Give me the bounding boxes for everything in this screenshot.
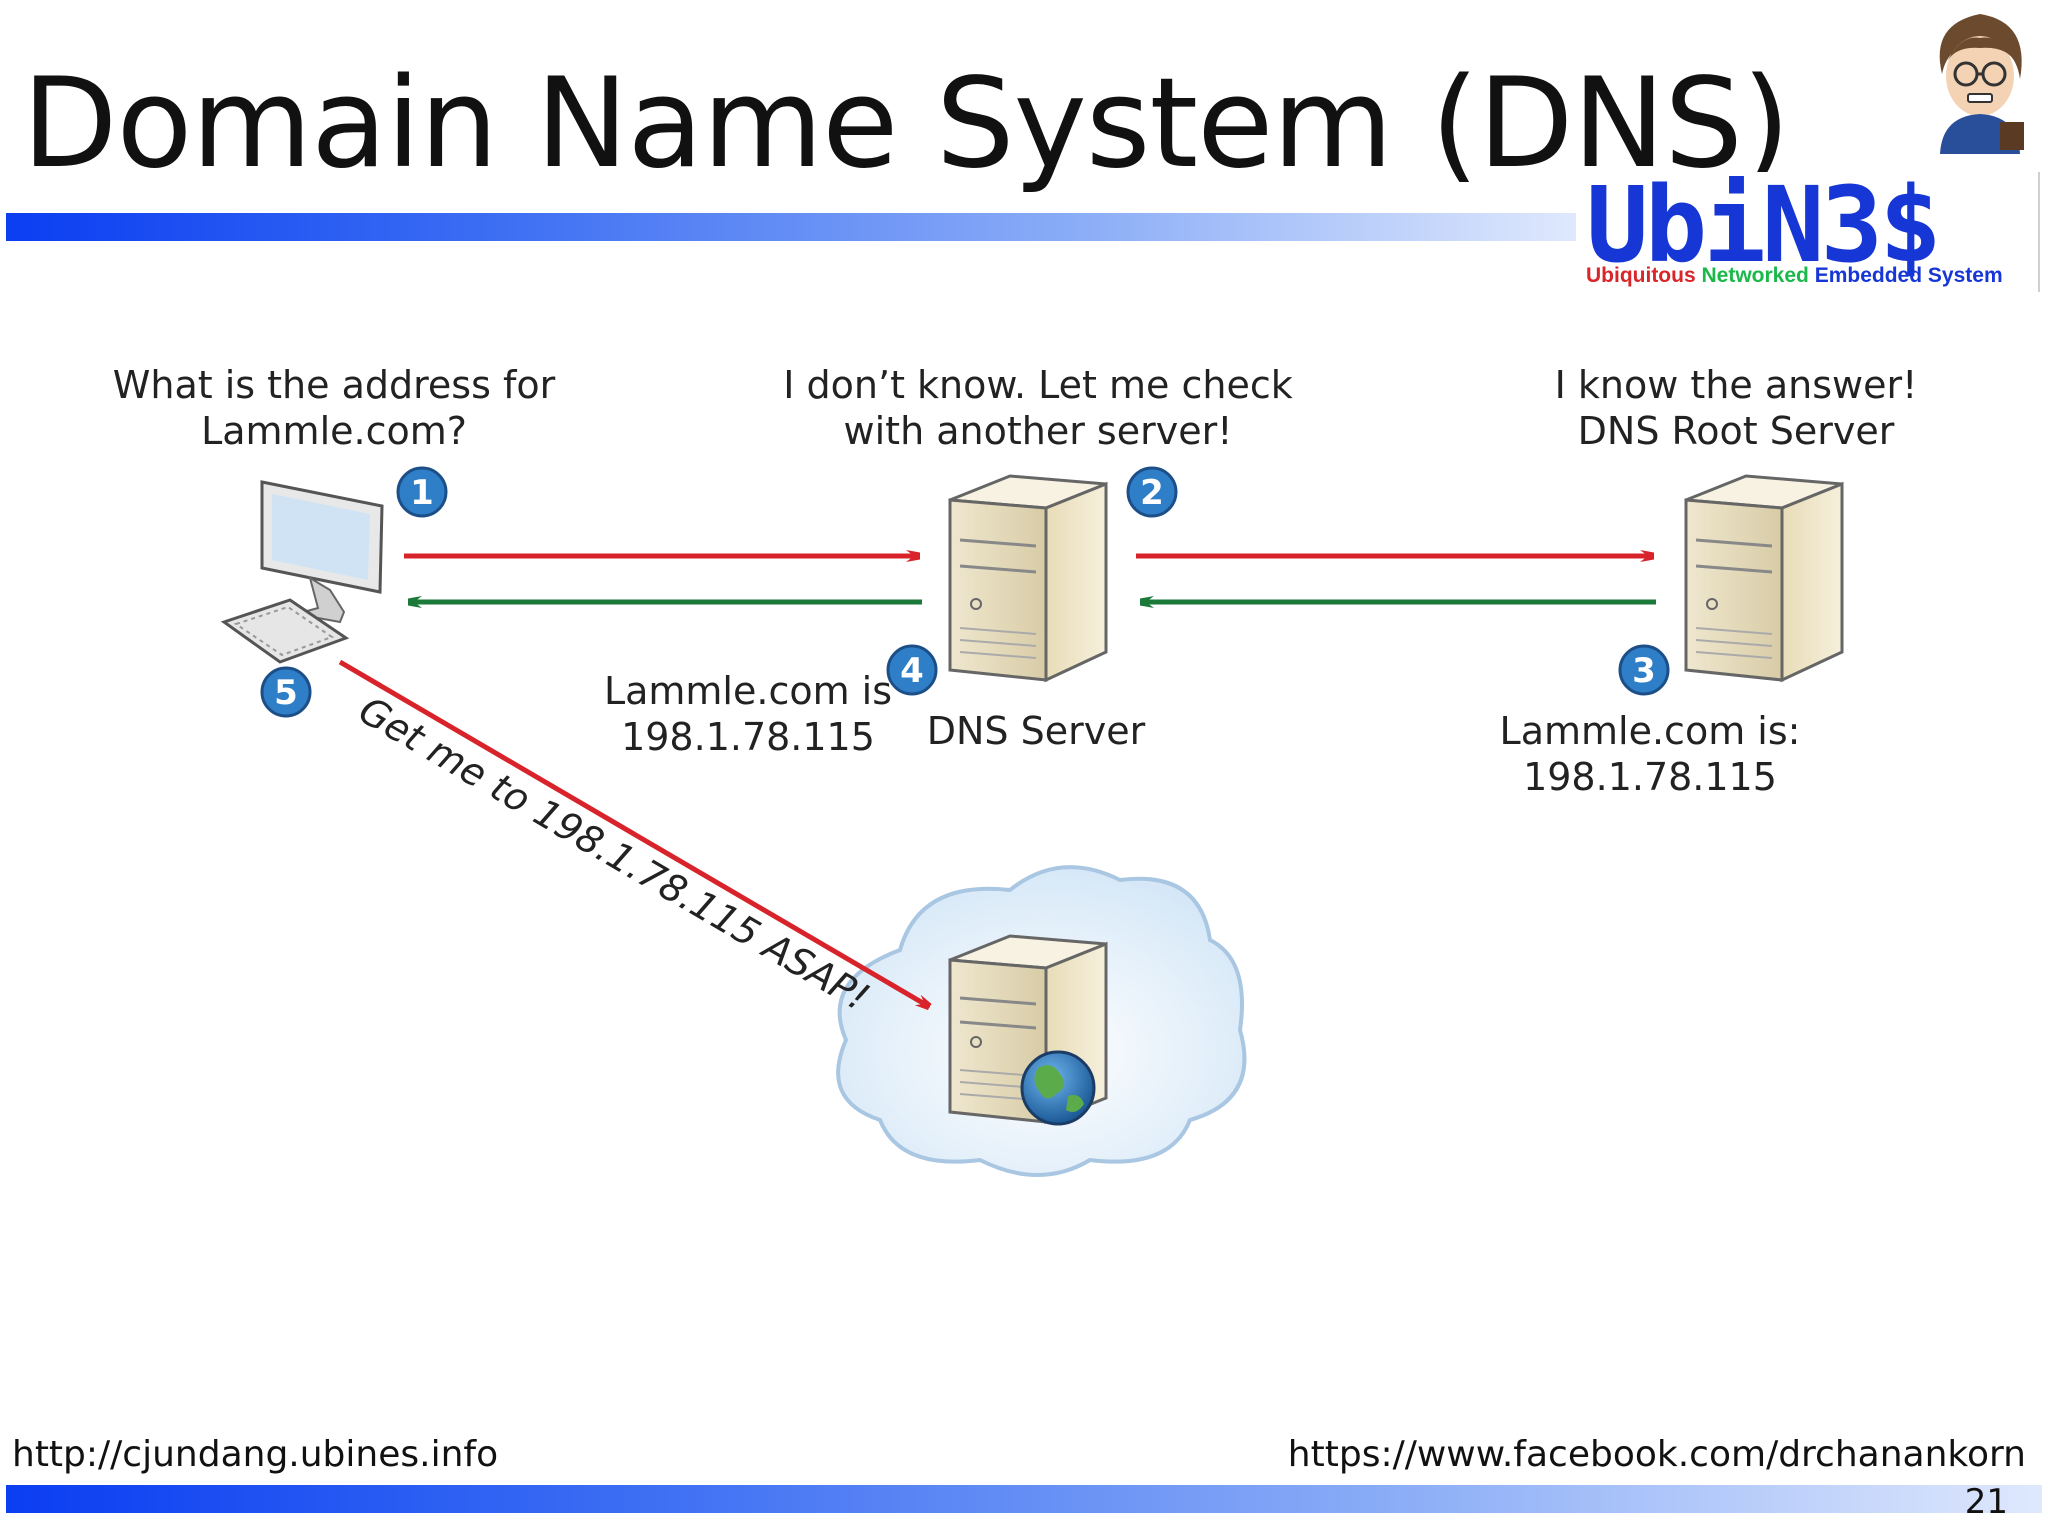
footer-left-url[interactable]: http://cjundang.ubines.info xyxy=(12,1434,499,1475)
svg-text:2: 2 xyxy=(1140,473,1164,513)
logo-subtitle-word-3: Embedded xyxy=(1814,264,1923,287)
dns-reply-line-1: I don’t know. Let me check xyxy=(783,363,1292,407)
step4-answer-line-2: 198.1.78.115 xyxy=(621,715,875,759)
svg-text:1: 1 xyxy=(410,473,434,513)
logo-subtitle-word-4: System xyxy=(1927,264,2003,287)
dns-server-label: DNS Server xyxy=(927,709,1146,753)
request-arrow-client-to-web xyxy=(338,659,928,1006)
step-badge-2: 2 xyxy=(1126,466,1178,518)
svg-text:5: 5 xyxy=(274,673,298,713)
step-badge-4: 4 xyxy=(886,644,938,696)
dns-root-server-icon xyxy=(1684,474,1844,683)
dns-reply-line-2: with another server! xyxy=(844,409,1233,453)
client-question-line-2: Lammle.com? xyxy=(201,409,467,453)
svg-text:3: 3 xyxy=(1632,651,1656,691)
step-badge-5: 5 xyxy=(260,666,312,718)
title-underline-bar xyxy=(6,213,1576,241)
footer-right-url[interactable]: https://www.facebook.com/drchanankorn xyxy=(1287,1434,2026,1475)
globe-icon xyxy=(1020,1050,1096,1126)
step3-answer-line-2: 198.1.78.115 xyxy=(1523,755,1777,799)
step-badge-1: 1 xyxy=(396,466,448,518)
page-number: 21 xyxy=(1964,1482,2008,1522)
step4-answer-line-1: Lammle.com is xyxy=(604,669,892,713)
dns-server-icon xyxy=(948,474,1108,683)
step-badge-3: 3 xyxy=(1618,644,1670,696)
logo: UbiN3$ Ubiquitous Networked Embedded Sys… xyxy=(1578,164,2040,292)
client-question-line-1: What is the address for xyxy=(113,363,556,407)
logo-wordmark: UbiN3$ xyxy=(1586,164,1942,286)
footer-bar xyxy=(6,1485,2042,1513)
slide-title: Domain Name System (DNS) xyxy=(22,52,1790,196)
root-reply-line-1: I know the answer! xyxy=(1555,363,1918,407)
avatar xyxy=(1939,14,2024,154)
client-computer-icon xyxy=(220,480,384,664)
dns-diagram: 1 2 3 4 5 What is the address for Lammle… xyxy=(113,363,1918,1177)
logo-subtitle: Ubiquitous Networked Embedded System xyxy=(1586,264,2003,288)
logo-subtitle-word-2: Networked xyxy=(1701,264,1809,287)
step3-answer-line-1: Lammle.com is: xyxy=(1500,709,1801,753)
root-reply-line-2: DNS Root Server xyxy=(1578,409,1895,453)
svg-text:4: 4 xyxy=(900,651,924,691)
logo-subtitle-word-1: Ubiquitous xyxy=(1586,264,1696,287)
